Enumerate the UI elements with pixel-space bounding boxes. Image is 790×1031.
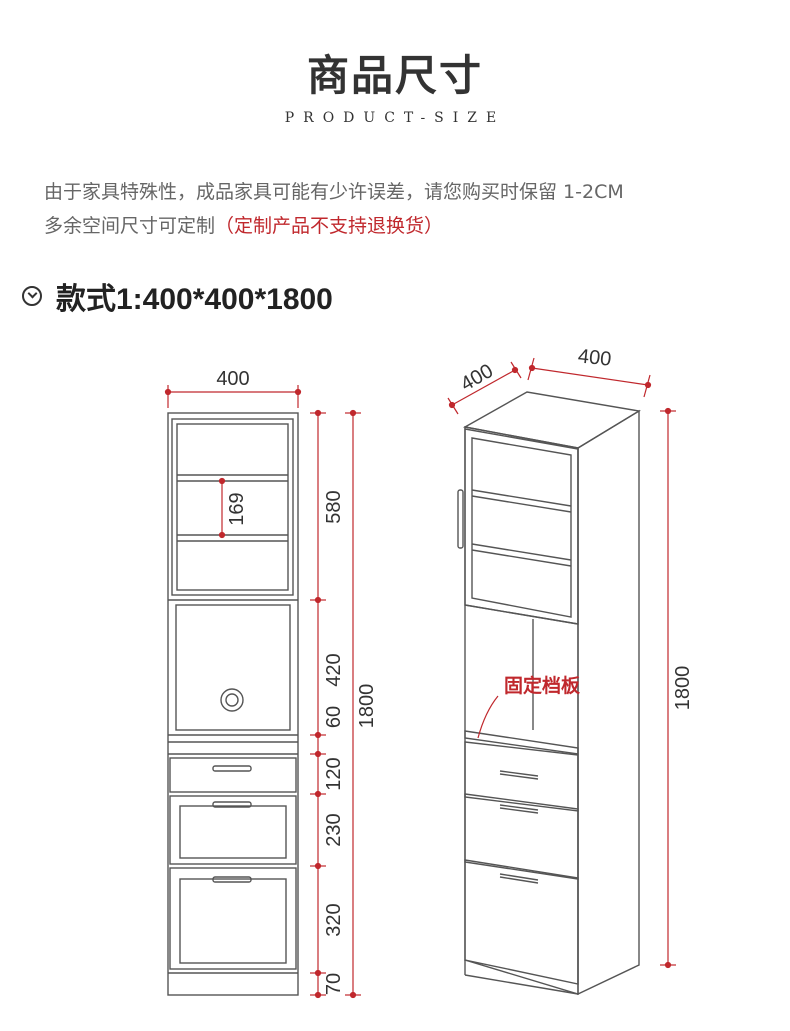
front-view-cabinet — [167, 412, 299, 996]
section-label-70: 70 — [323, 973, 345, 995]
style-label: 款式1:400*400*1800 — [56, 283, 333, 316]
front-total-height-label: 1800 — [356, 684, 378, 729]
shelf-gap-dimension — [218, 477, 226, 539]
notice-line-2: 多余空间尺寸可定制（定制产品不支持退换货） — [44, 209, 774, 243]
notice-line-2-text: 多余空间尺寸可定制 — [44, 215, 216, 237]
size-notice: 由于家具特殊性，成品家具可能有少许误差，请您购买时保留 1-2CM 多余空间尺寸… — [44, 175, 774, 243]
section-label-60: 60 — [323, 706, 345, 728]
notice-warning: （定制产品不支持退换货） — [215, 215, 444, 237]
section-label-580: 580 — [323, 490, 345, 523]
front-width-dimension — [164, 385, 302, 408]
iso-height-label: 1800 — [672, 666, 694, 711]
notice-line-1: 由于家具特殊性，成品家具可能有少许误差，请您购买时保留 1-2CM — [44, 181, 624, 203]
section-label-320: 320 — [323, 903, 345, 936]
iso-depth-dimension — [447, 361, 522, 415]
front-width-label: 400 — [216, 368, 249, 390]
iso-view-cabinet — [462, 391, 641, 996]
section-label-230: 230 — [323, 813, 345, 846]
iso-depth-label: 400 — [457, 360, 497, 396]
section-label-120: 120 — [323, 757, 345, 790]
chevron-circle-icon — [22, 286, 42, 306]
shelf-gap-label: 169 — [226, 492, 248, 525]
fixed-board-callout-leader — [477, 695, 499, 739]
iso-width-dimension — [527, 357, 652, 398]
fixed-board-callout: 固定档板 — [504, 674, 581, 697]
iso-height-dimension — [660, 407, 676, 969]
page-subtitle: PRODUCT-SIZE — [284, 110, 506, 126]
section-dimension-chain — [310, 409, 361, 999]
iso-width-label: 400 — [577, 345, 612, 370]
page-title: 商品尺寸 — [306, 51, 483, 100]
iso-view-handles — [457, 489, 539, 884]
front-view-handles — [212, 688, 252, 883]
style-heading: 款式1:400*400*1800 — [22, 278, 333, 316]
section-label-420: 420 — [323, 653, 345, 686]
